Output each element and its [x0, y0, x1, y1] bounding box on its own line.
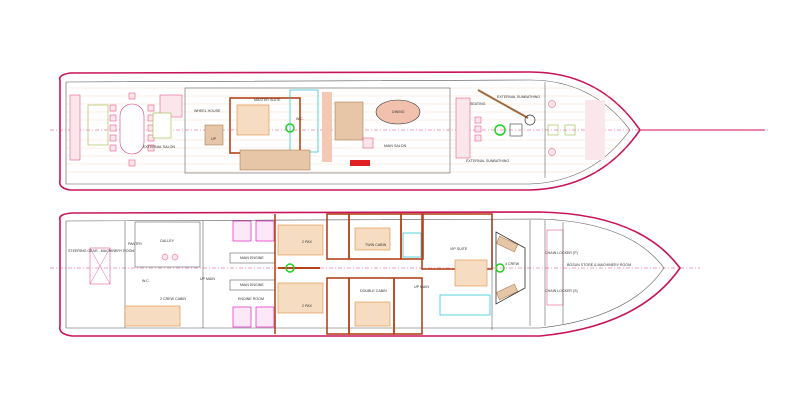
label-wc: W.C.: [142, 279, 150, 283]
label-galley: GALLEY: [160, 239, 175, 243]
label-2-pax-bottom: 2 PAX: [302, 304, 313, 308]
label-external-sunbathing-bottom: EXTERNAL SUNBATHING: [466, 159, 509, 163]
label-dining: DINING: [392, 110, 405, 114]
label-chain-locker-s: CHAIN LOCKER (S): [545, 289, 578, 293]
label-seating: SEATING: [470, 102, 486, 106]
label-twin-cabin: TWIN CABIN: [365, 243, 387, 247]
label-external-sunbathing-top: EXTERNAL SUNBATHING: [497, 95, 540, 99]
lower-deck: STEERING GEAR - MACHINERY ROOM GALLEY PA…: [50, 211, 700, 337]
foredeck-marker: [494, 124, 506, 136]
label-wheel-house: WHEEL HOUSE: [194, 109, 221, 113]
label-main-engine-1: MAIN ENGINE: [240, 256, 264, 260]
label-up-main: UP MAIN: [200, 277, 215, 281]
label-master-suite: MASTER SUITE: [254, 98, 281, 102]
lower-deck-marker-fwd: [495, 263, 505, 273]
label-up: UP: [211, 137, 217, 141]
label-steering-gear: STEERING GEAR - MACHINERY ROOM: [68, 249, 134, 253]
main-deck-hull: [58, 71, 641, 191]
label-up-main-2: UP MAIN: [414, 285, 429, 289]
lower-deck-hull: [58, 211, 681, 337]
label-vip-suite: VIP SUITE: [450, 247, 468, 251]
aft-table: [119, 103, 145, 155]
main-deck-marker: [285, 123, 295, 133]
lower-deck-marker-aft: [285, 263, 295, 273]
label-engine-room: ENGINE ROOM: [238, 297, 264, 301]
deckhouse: [184, 87, 451, 174]
label-pantry: PANTRY: [128, 242, 143, 246]
label-main-engine-2: MAIN ENGINE: [240, 283, 264, 287]
label-wc: W.C.: [296, 117, 304, 121]
label-double-cabin: DOUBLE CABIN: [360, 289, 387, 293]
label-main-salon: MAIN SALON: [384, 144, 407, 148]
label-bosun-store: BOSUN STORE & MACHINERY ROOM: [567, 263, 631, 267]
label-2-pax-top: 2 PAX: [302, 240, 313, 244]
label-4-crew: 4 CREW: [505, 262, 520, 266]
label-external-salon: EXTERNAL SALON: [143, 145, 175, 149]
label-crew-cabin: 2 CREW CABIN: [160, 297, 186, 301]
label-chain-locker-p: CHAIN LOCKER (P): [545, 251, 578, 255]
main-deck: WHEEL HOUSE MASTER SUITE W.C. DINING MAI…: [50, 71, 770, 191]
dining-table: [375, 99, 421, 125]
